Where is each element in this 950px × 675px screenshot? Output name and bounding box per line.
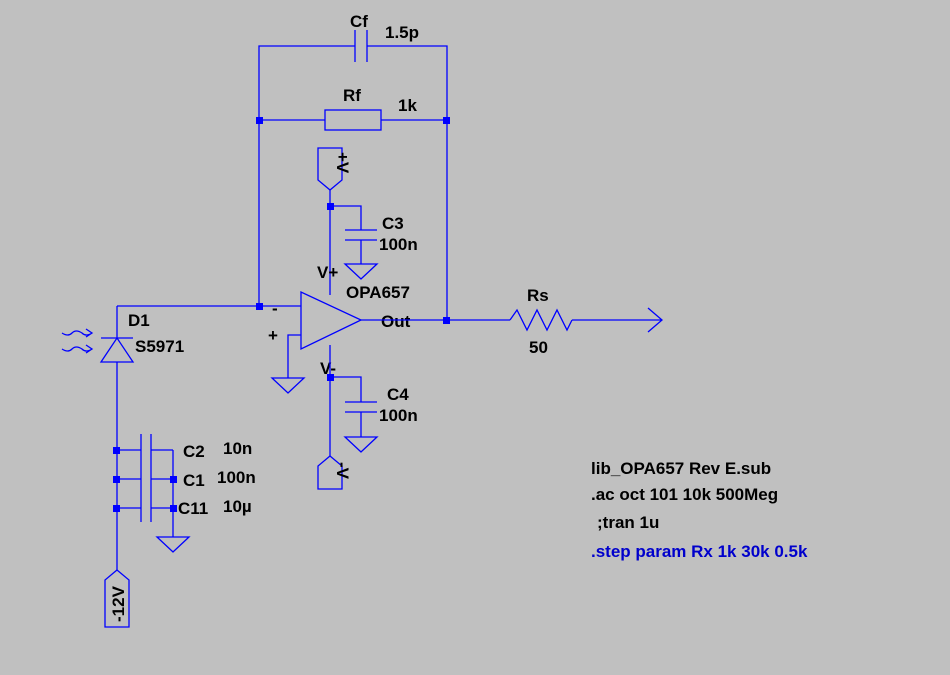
opamp-body bbox=[300, 290, 363, 351]
neg12v-flag-label: -12V bbox=[109, 585, 128, 622]
opamp-noninv-label: + bbox=[268, 326, 278, 345]
opamp-vplus-label: V+ bbox=[317, 263, 338, 282]
junction-dot bbox=[170, 476, 177, 483]
output-arrow-icon bbox=[647, 307, 663, 333]
ground-noninv-icon bbox=[270, 377, 306, 394]
junction-dot bbox=[327, 374, 334, 381]
cf-label: Cf bbox=[350, 12, 368, 31]
d1-value: S5971 bbox=[135, 337, 184, 356]
rf-body bbox=[324, 109, 382, 131]
vpos-flag-label: +V bbox=[333, 152, 352, 174]
directive-step[interactable]: .step param Rx 1k 30k 0.5k bbox=[591, 542, 808, 561]
junction-dots bbox=[113, 117, 450, 512]
c11-label: C11 bbox=[178, 499, 208, 518]
vpos-flag-outline bbox=[317, 147, 343, 191]
rf-resistor[interactable]: Rf 1k bbox=[324, 86, 417, 131]
wire-c4-top bbox=[330, 376, 362, 402]
junction-dot bbox=[113, 505, 120, 512]
junction-dot bbox=[443, 317, 450, 324]
opamp-vminus-label: V- bbox=[320, 359, 336, 378]
bypass-capacitor-bank bbox=[117, 434, 174, 537]
rs-value: 50 bbox=[529, 338, 548, 357]
light-wave-icon bbox=[61, 328, 94, 354]
vneg-flag-outline bbox=[317, 455, 343, 490]
vneg-flag-label: -V bbox=[333, 462, 352, 480]
wire-noninv-ground bbox=[287, 334, 301, 378]
c1-capacitor[interactable]: C1 100n bbox=[183, 468, 256, 490]
junction-dot bbox=[256, 303, 263, 310]
junction-dot bbox=[113, 447, 120, 454]
feedback-network bbox=[258, 45, 448, 320]
ground-bypass-icon bbox=[155, 536, 191, 553]
c11-value: 10µ bbox=[223, 497, 252, 516]
c4-value: 100n bbox=[379, 406, 418, 425]
wire-cf-right bbox=[367, 45, 448, 320]
c1-label: C1 bbox=[183, 471, 205, 490]
vneg-flag[interactable]: -V bbox=[317, 455, 352, 490]
opamp-name: OPA657 bbox=[346, 283, 410, 302]
c4-label: C4 bbox=[387, 385, 409, 404]
vpos-flag[interactable]: +V bbox=[317, 147, 352, 191]
junction-dot bbox=[256, 117, 263, 124]
rs-label: Rs bbox=[527, 286, 549, 305]
rs-resistor[interactable]: Rs 50 bbox=[509, 286, 573, 357]
c11-capacitor[interactable]: C11 10µ bbox=[178, 497, 252, 518]
directive-tran[interactable]: ;tran 1u bbox=[597, 513, 659, 532]
c3-value: 100n bbox=[379, 235, 418, 254]
junction-dot bbox=[170, 505, 177, 512]
rf-label: Rf bbox=[343, 86, 361, 105]
d1-triangle bbox=[99, 336, 135, 363]
opamp-inv-label: - bbox=[272, 299, 278, 318]
c4-capacitor[interactable]: C4 100n bbox=[345, 385, 418, 425]
opamp-opa657[interactable]: V+ OPA657 - + Out V- bbox=[268, 263, 411, 378]
c2-value: 10n bbox=[223, 439, 252, 458]
c1-value: 100n bbox=[217, 468, 256, 487]
directive-lib[interactable]: lib_OPA657 Rev E.sub bbox=[591, 459, 771, 478]
wire-cf-loop bbox=[258, 45, 355, 306]
spice-directives: lib_OPA657 Rev E.sub .ac oct 101 10k 500… bbox=[591, 459, 808, 561]
d1-photodiode[interactable]: D1 S5971 bbox=[61, 311, 184, 363]
c2-capacitor[interactable]: C2 10n bbox=[183, 439, 252, 461]
directive-ac[interactable]: .ac oct 101 10k 500Meg bbox=[591, 485, 778, 504]
neg12v-flag[interactable]: -12V bbox=[104, 569, 130, 628]
ground-c4-icon bbox=[343, 436, 379, 453]
c3-capacitor[interactable]: C3 100n bbox=[345, 214, 418, 254]
cf-value: 1.5p bbox=[385, 23, 419, 42]
opamp-out-label: Out bbox=[381, 312, 411, 331]
d1-label: D1 bbox=[128, 311, 150, 330]
junction-dot bbox=[443, 117, 450, 124]
wire-c3-top bbox=[330, 205, 362, 230]
cf-capacitor[interactable]: Cf 1.5p bbox=[350, 12, 419, 62]
c2-label: C2 bbox=[183, 442, 205, 461]
neg12v-flag-outline bbox=[104, 569, 130, 628]
ground-c3-icon bbox=[343, 263, 379, 280]
junction-dot bbox=[327, 203, 334, 210]
rs-zigzag bbox=[509, 308, 573, 332]
junction-dot bbox=[113, 476, 120, 483]
rf-value: 1k bbox=[398, 96, 417, 115]
c3-label: C3 bbox=[382, 214, 404, 233]
